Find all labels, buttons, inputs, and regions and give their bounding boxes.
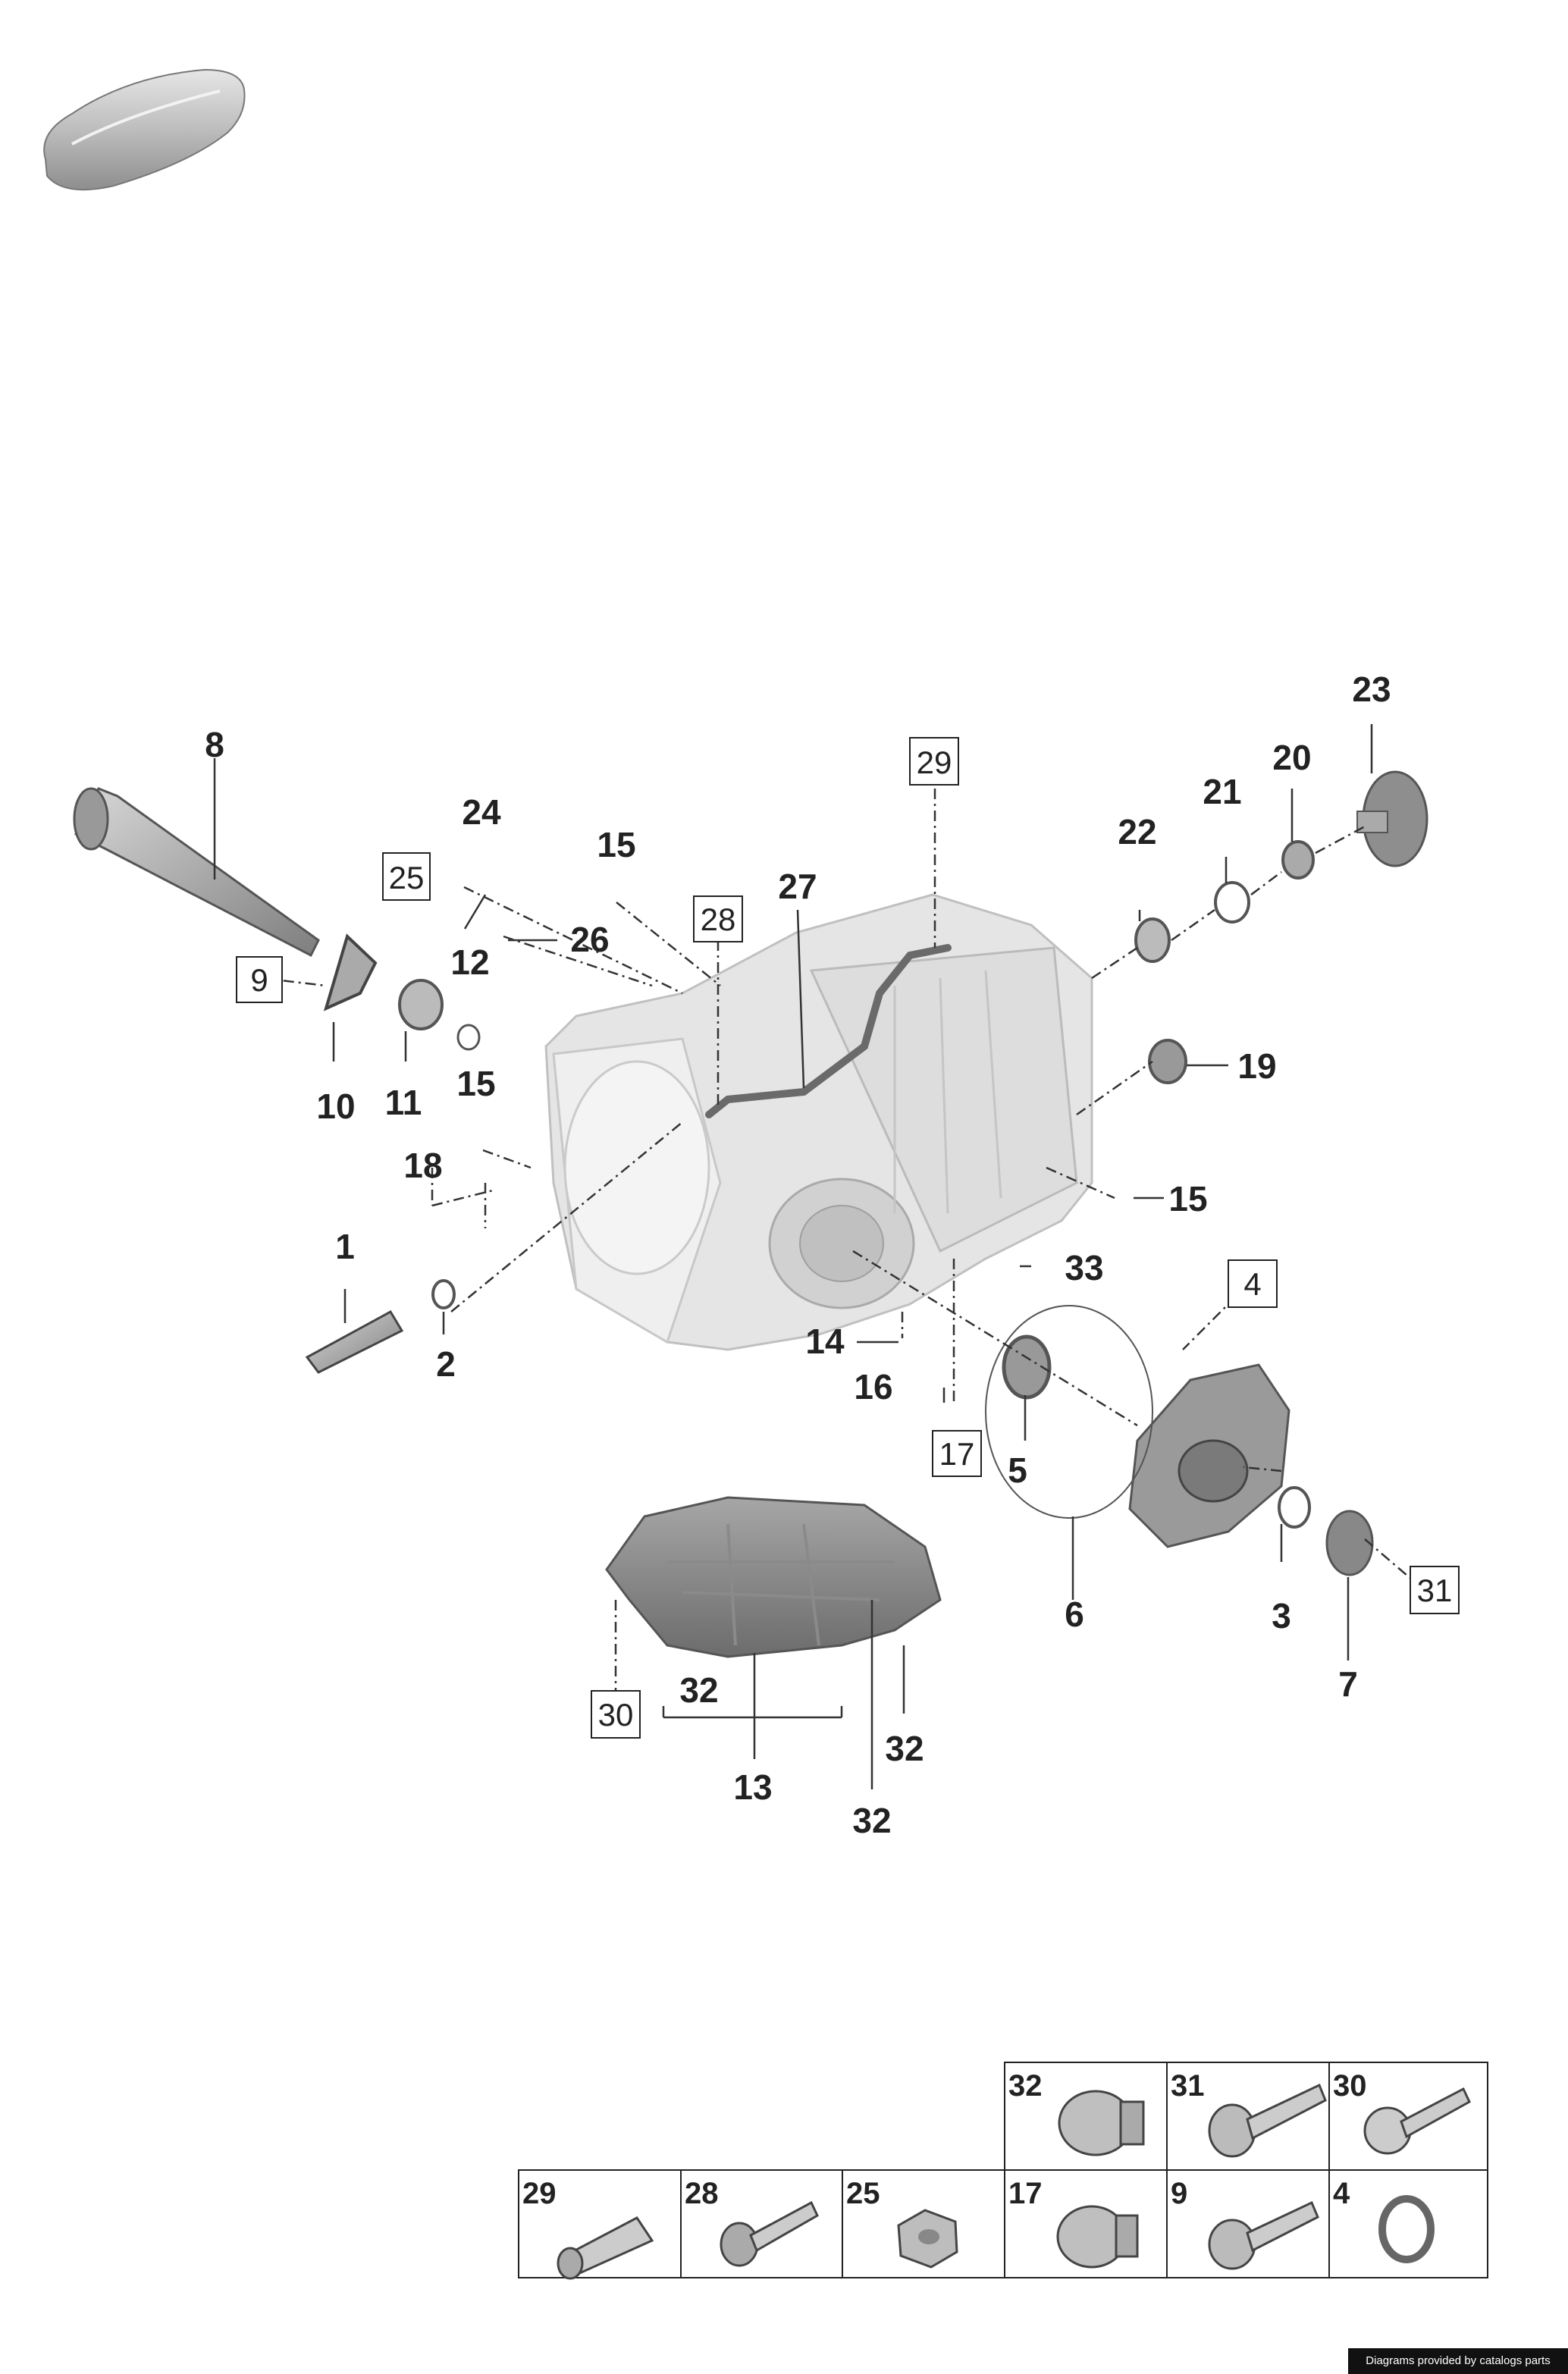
legend-label-4: 4 [1333, 2177, 1350, 2210]
callout-6: 6 [1065, 1595, 1084, 1634]
differential-cover [1128, 1363, 1290, 1548]
callout-11: 11 [385, 1083, 422, 1122]
callout-5: 5 [1008, 1450, 1027, 1490]
hex-flange-bolt-icon [720, 2200, 819, 2267]
boxed-callout-30: 30 [598, 1697, 634, 1733]
callout-14: 14 [805, 1322, 845, 1361]
callout-15-mid: 15 [456, 1064, 495, 1103]
callout-26: 26 [570, 920, 609, 959]
legend-label-28: 28 [685, 2177, 719, 2210]
boxed-callout-29: 29 [917, 745, 952, 780]
callout-3: 3 [1272, 1596, 1291, 1635]
legend-label-32: 32 [1008, 2069, 1043, 2103]
legend-label-30: 30 [1333, 2069, 1367, 2103]
callout-2: 2 [436, 1344, 456, 1384]
callout-24: 24 [462, 792, 501, 832]
callout-labels: 8 24 15 27 26 12 10 11 15 18 1 2 23 20 2… [205, 670, 1391, 1840]
legend-label-31: 31 [1171, 2069, 1205, 2103]
drain-plug-icon [1056, 2205, 1139, 2269]
seal-rings [398, 840, 1374, 1576]
legend-label-25: 25 [846, 2177, 880, 2210]
transmission-housing [544, 893, 1093, 1351]
boxed-callout-25: 25 [389, 860, 425, 895]
legend-label-17: 17 [1008, 2177, 1043, 2210]
o-ring-icon [1378, 2195, 1435, 2263]
callout-15-top: 15 [597, 825, 635, 864]
shoulder-bolt-icon [1208, 2083, 1327, 2158]
callout-23: 23 [1352, 670, 1391, 709]
callout-27: 27 [778, 867, 817, 906]
callout-13: 13 [733, 1767, 772, 1807]
boxed-callout-31: 31 [1417, 1573, 1453, 1608]
output-flange [1356, 770, 1428, 867]
boxed-callout-9: 9 [250, 962, 268, 998]
callout-33: 33 [1065, 1248, 1103, 1287]
callout-10: 10 [316, 1087, 355, 1126]
callout-19: 19 [1237, 1046, 1276, 1086]
callout-1: 1 [335, 1227, 355, 1266]
input-shaft [73, 787, 320, 958]
callout-7: 7 [1338, 1664, 1358, 1704]
callout-21: 21 [1203, 772, 1241, 811]
hex-nut-icon [897, 2209, 958, 2269]
boxed-callouts: 29 25 28 9 4 17 31 30 [236, 737, 1460, 1739]
legend-label-9: 9 [1171, 2177, 1187, 2210]
vehicle-silhouette-icon [43, 68, 246, 191]
boxed-callout-28: 28 [701, 902, 736, 937]
diagram-credit: Diagrams provided by catalogs parts [1348, 2348, 1568, 2374]
callout-15-right: 15 [1168, 1179, 1207, 1218]
plug-screw-icon [1058, 2090, 1145, 2156]
callout-32-left: 32 [679, 1670, 718, 1710]
oil-pan [605, 1496, 942, 1658]
callout-22: 22 [1118, 812, 1156, 851]
flange-bolt-icon [1363, 2087, 1471, 2155]
callout-16: 16 [854, 1367, 892, 1407]
fastener-legend-table: 32 31 30 29 28 25 17 9 4 [518, 2062, 1488, 2280]
torx-bolt-icon [1208, 2200, 1319, 2270]
callout-32-bottom: 32 [852, 1801, 891, 1840]
callout-20: 20 [1272, 738, 1311, 777]
bracket-and-selector [305, 933, 404, 1374]
boxed-callout-4: 4 [1243, 1266, 1261, 1302]
legend-label-29: 29 [522, 2177, 557, 2210]
boxed-callout-17: 17 [939, 1436, 975, 1472]
callout-18: 18 [403, 1146, 442, 1185]
callout-12: 12 [450, 942, 489, 982]
leader-lines [213, 724, 1419, 1789]
oil-pipe [705, 944, 952, 1118]
callout-32-right: 32 [885, 1729, 924, 1768]
hollow-fitting-icon [557, 2216, 654, 2280]
callout-8: 8 [205, 725, 224, 764]
